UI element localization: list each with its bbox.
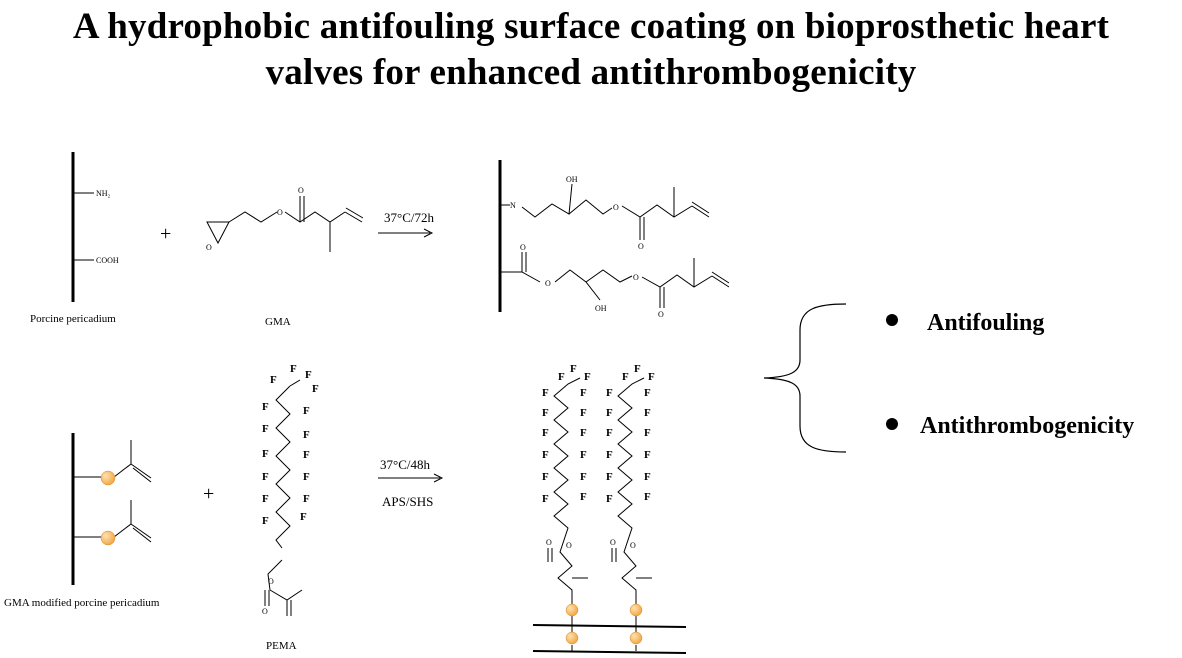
- surface-sphere-2: [565, 631, 579, 645]
- g2-f-13: F: [644, 471, 651, 483]
- pema-f-14: F: [303, 493, 310, 505]
- plus-sign-1: +: [160, 223, 171, 245]
- ester-o-bottom-2: O: [633, 273, 639, 282]
- g1-f-5: F: [580, 387, 587, 399]
- g2-f-11: F: [644, 449, 651, 461]
- reaction-2-conditions-top: 37°C/48h: [380, 457, 430, 472]
- reaction-1-conditions: 37°C/72h: [384, 210, 434, 225]
- pema-f-6: F: [303, 405, 310, 417]
- pema-grafted-surface-structure: [532, 377, 687, 654]
- grafted-ester-o-1: O: [566, 541, 572, 550]
- pema-f-5: F: [262, 401, 269, 413]
- pema-f-15: F: [262, 515, 269, 527]
- gma-label: GMA: [265, 316, 291, 328]
- pema-f-13: F: [262, 493, 269, 505]
- property-antifouling: Antifouling: [927, 310, 1044, 336]
- pema-f-9: F: [262, 448, 269, 460]
- reaction-arrow-1: [378, 228, 434, 238]
- bullet-2: [886, 418, 898, 430]
- surface-sphere-3: [629, 603, 643, 617]
- cooh-group-label: COOH: [96, 256, 119, 265]
- title-line-2: valves for enhanced antithrombogenicity: [265, 52, 917, 93]
- amine-n-label: N: [510, 201, 516, 210]
- g2-f-10: F: [606, 449, 613, 461]
- g1-f-3: F: [584, 371, 591, 383]
- g2-f-3: F: [648, 371, 655, 383]
- ester-o-bottom-1: O: [545, 279, 551, 288]
- grafted-carbonyl-o-2: O: [610, 538, 616, 547]
- g1-f-1: F: [558, 371, 565, 383]
- pema-f-4: F: [312, 383, 319, 395]
- g2-f-7: F: [644, 407, 651, 419]
- g2-f-4: F: [606, 387, 613, 399]
- gma-modified-pericardium-structure: [71, 433, 152, 585]
- grafted-fluorines: F F F F F F F F F F F F F F F F F F F F …: [542, 363, 655, 505]
- nh2-group-label: NH₂: [96, 189, 111, 198]
- bullet-1: [886, 314, 898, 326]
- g1-f-7: F: [580, 407, 587, 419]
- pema-f-2: F: [290, 363, 297, 375]
- g1-f-12: F: [542, 471, 549, 483]
- g1-f-2: F: [570, 363, 577, 375]
- hydroxyl-label-bottom: OH: [595, 304, 607, 313]
- pema-molecule: [264, 379, 303, 616]
- g2-f-1: F: [622, 371, 629, 383]
- g2-f-8: F: [606, 427, 613, 439]
- g1-f-4: F: [542, 387, 549, 399]
- g2-f-2: F: [634, 363, 641, 375]
- pema-f-3: F: [305, 369, 312, 381]
- grafted-ester-o-2: O: [630, 541, 636, 550]
- gma-sphere-1: [100, 470, 116, 486]
- porcine-pericardium-structure: [71, 152, 94, 302]
- gma-sphere-2: [100, 530, 116, 546]
- gma-molecule: [206, 196, 364, 252]
- pema-f-12: F: [303, 471, 310, 483]
- gma-modified-product-structure: [498, 160, 730, 312]
- carbonyl-o-top: O: [638, 242, 644, 251]
- g1-f-13: F: [580, 471, 587, 483]
- g1-f-10: F: [542, 449, 549, 461]
- porcine-pericadium-label: Porcine pericadium: [30, 313, 116, 325]
- pema-carbonyl-o: O: [262, 607, 268, 616]
- gma-ester-o: O: [277, 208, 283, 217]
- title-line-1: A hydrophobic antifouling surface coatin…: [72, 6, 1110, 47]
- g2-f-6: F: [606, 407, 613, 419]
- plus-sign-2: +: [203, 483, 214, 505]
- pema-ester-o: O: [268, 577, 274, 586]
- g2-f-15: F: [644, 491, 651, 503]
- gma-carbonyl-o: O: [298, 186, 304, 195]
- hydroxyl-label-top: OH: [566, 175, 578, 184]
- pema-f-1: F: [270, 374, 277, 386]
- g2-f-5: F: [644, 387, 651, 399]
- carbonyl-o-bottom-1: O: [520, 243, 526, 252]
- g1-f-8: F: [542, 427, 549, 439]
- g1-f-15: F: [580, 491, 587, 503]
- pema-f-16: F: [300, 511, 307, 523]
- grouping-brace: [763, 303, 847, 453]
- property-antithrombogenicity: Antithrombogenicity: [920, 413, 1134, 439]
- pema-f-10: F: [303, 449, 310, 461]
- pema-f-8: F: [303, 429, 310, 441]
- figure-title: A hydrophobic antifouling surface coatin…: [0, 4, 1182, 96]
- gma-epoxide-o: O: [206, 243, 212, 252]
- reaction-arrow-2: [378, 473, 444, 483]
- g2-f-14: F: [606, 493, 613, 505]
- reaction-2-conditions-bottom: APS/SHS: [382, 494, 433, 509]
- gma-modified-pericadium-label: GMA modified porcine pericadium: [4, 597, 160, 609]
- grafted-carbonyl-o-1: O: [546, 538, 552, 547]
- g1-f-14: F: [542, 493, 549, 505]
- g1-f-6: F: [542, 407, 549, 419]
- surface-sphere-1: [565, 603, 579, 617]
- g1-f-9: F: [580, 427, 587, 439]
- pema-f-11: F: [262, 471, 269, 483]
- pema-f-7: F: [262, 423, 269, 435]
- ester-o-top: O: [613, 203, 619, 212]
- g2-f-12: F: [606, 471, 613, 483]
- g1-f-11: F: [580, 449, 587, 461]
- surface-sphere-4: [629, 631, 643, 645]
- pema-label: PEMA: [266, 640, 297, 652]
- carbonyl-o-bottom-2: O: [658, 310, 664, 319]
- g2-f-9: F: [644, 427, 651, 439]
